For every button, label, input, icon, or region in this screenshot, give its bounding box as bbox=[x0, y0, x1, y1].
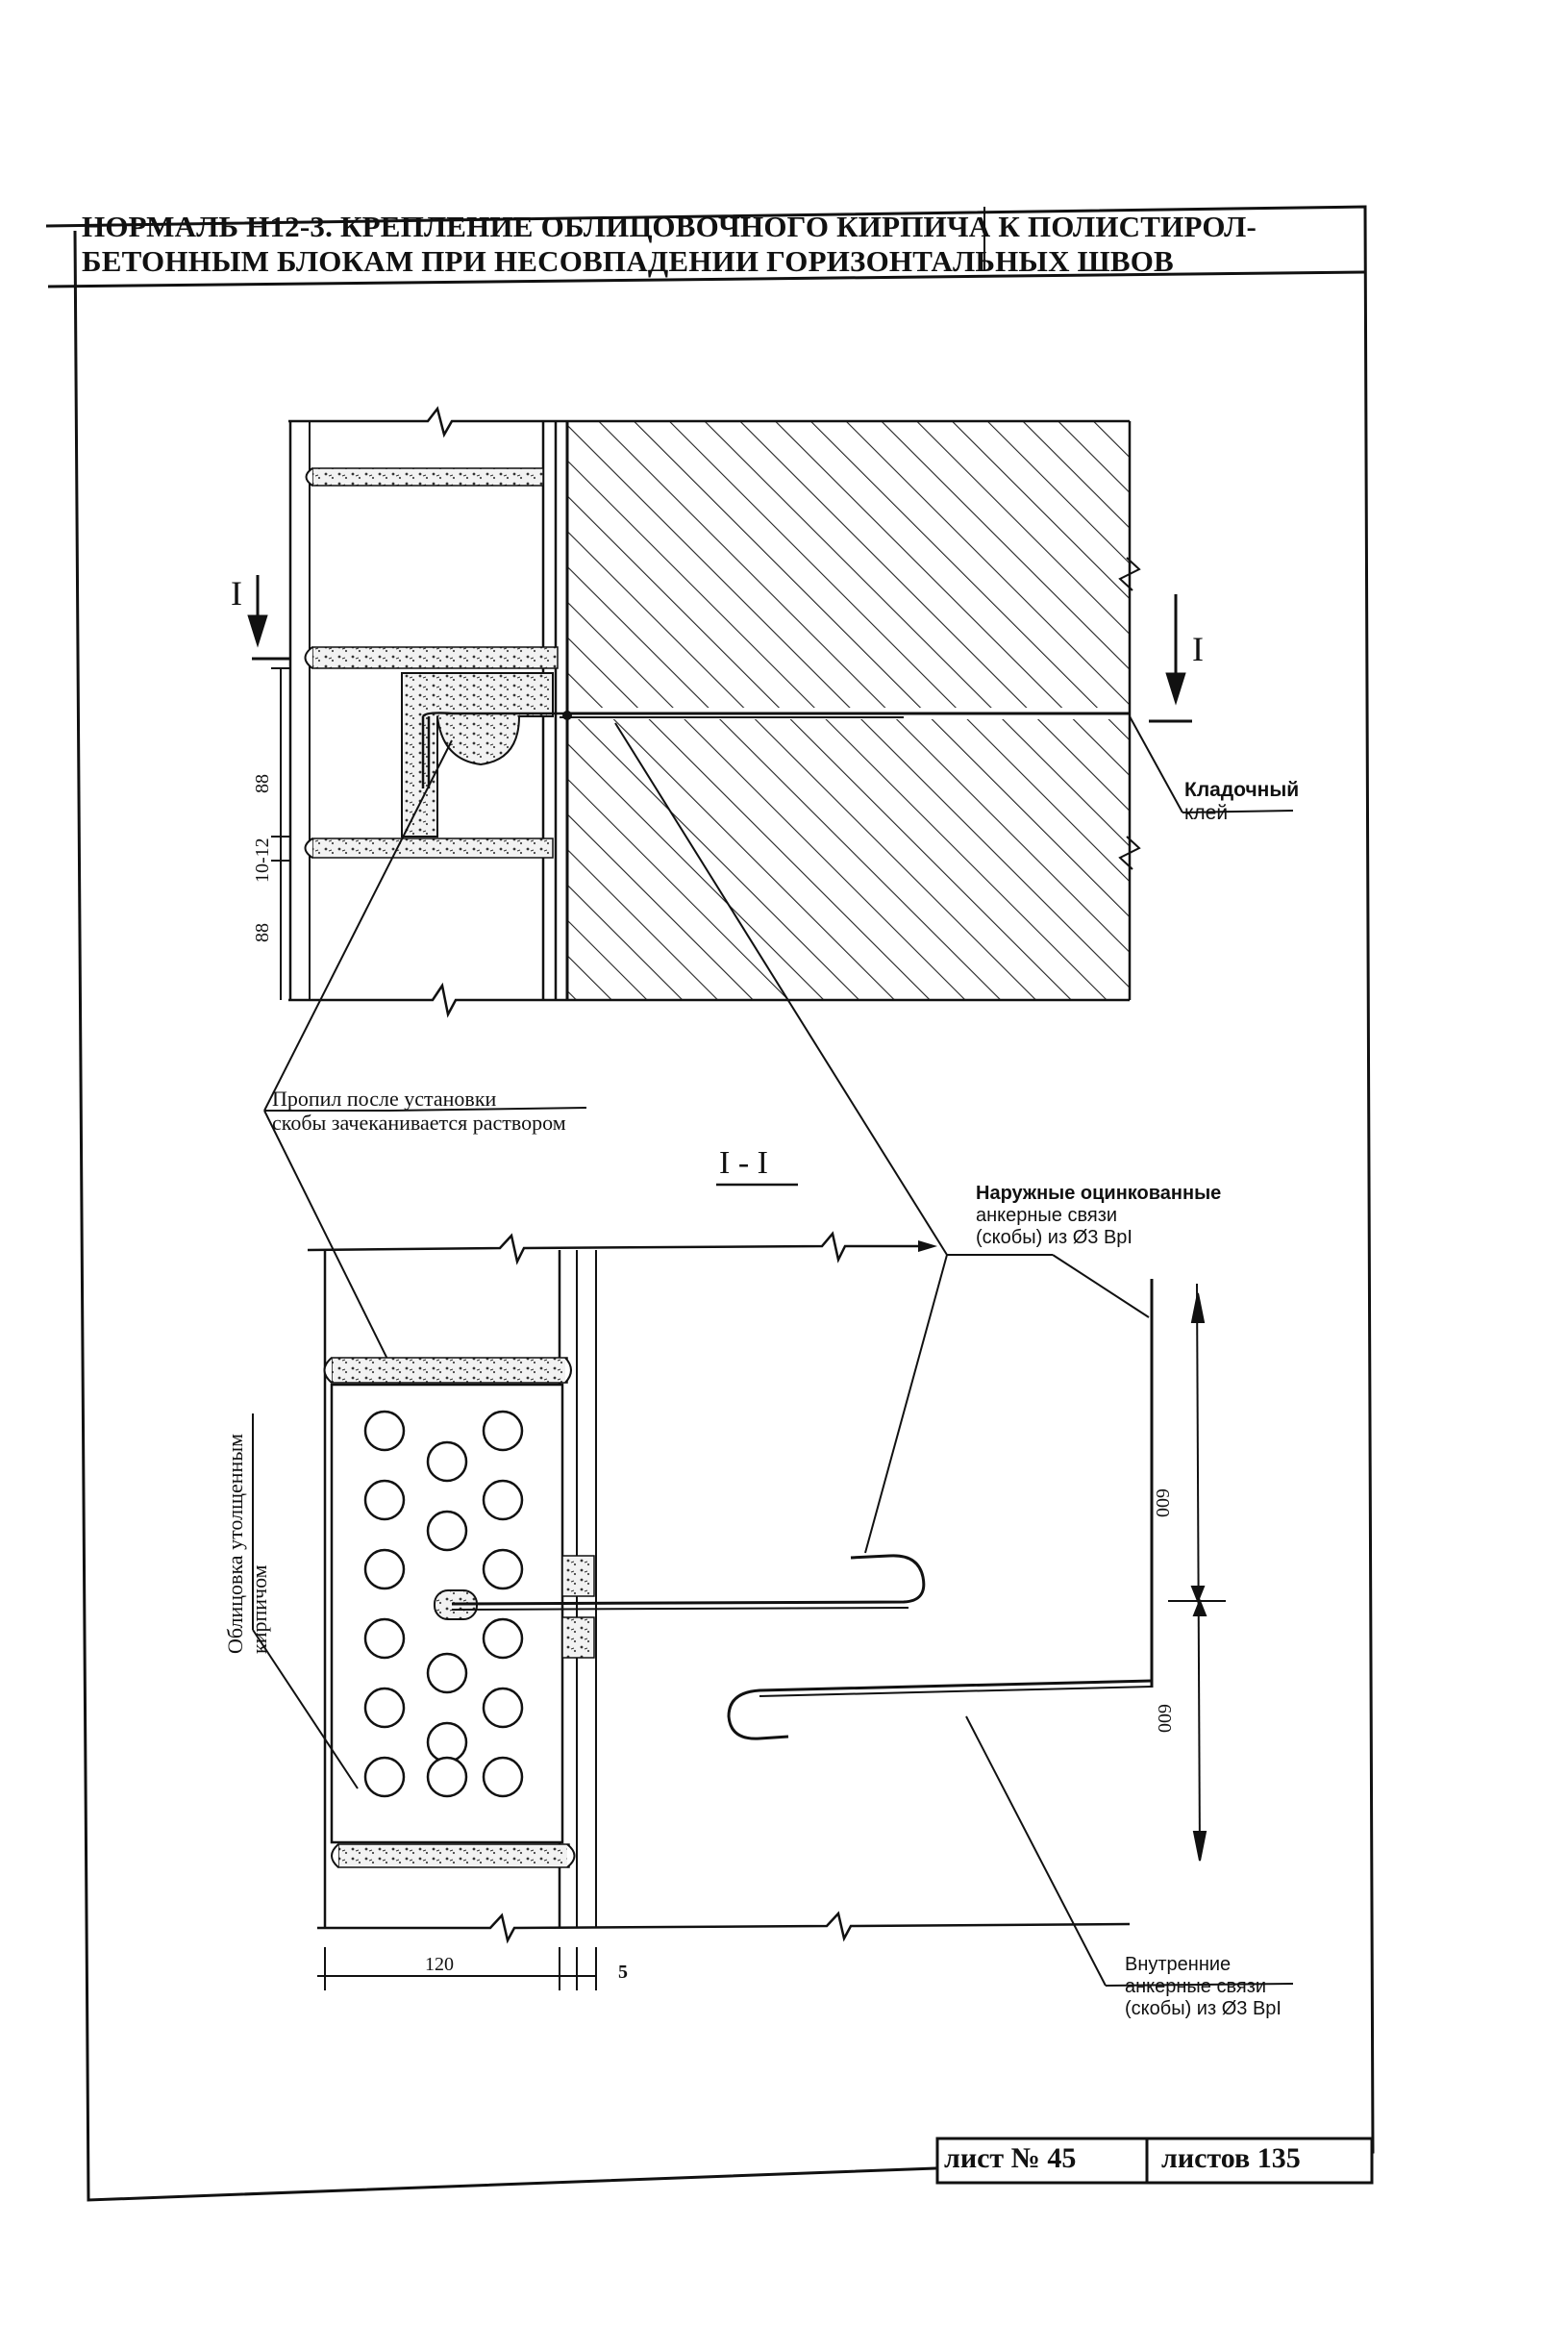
dim-88-top: 88 bbox=[252, 774, 273, 793]
plan-view bbox=[288, 406, 1141, 1018]
mortar-joint-2 bbox=[311, 646, 559, 669]
mortar-joint-1 bbox=[311, 467, 544, 487]
section-view bbox=[307, 1231, 1226, 1990]
brick-callout: Облицовка утолщенным кирпичом bbox=[223, 1434, 272, 1654]
section-mark-left: I bbox=[231, 574, 242, 613]
sheet-number: лист № 45 bbox=[944, 2142, 1077, 2174]
glue-label: Кладочный клей bbox=[1184, 779, 1299, 825]
section-mortar-top bbox=[331, 1357, 568, 1384]
outer-anchor-callout: Наружные оцинкованные анкерные связи (ск… bbox=[976, 1183, 1221, 1249]
inner-anchor-line-3: (скобы) из Ø3 BpI bbox=[1125, 1998, 1282, 2019]
page-title: НОРМАЛЬ Н12-3. КРЕПЛЕНИЕ ОБЛИЦОВОЧНОГО К… bbox=[82, 210, 1257, 278]
inner-anchor-callout: Внутренние анкерные связи (скобы) из Ø3 … bbox=[1125, 1954, 1282, 2020]
dim-88-bottom: 88 bbox=[252, 923, 273, 942]
dim-10-12: 10-12 bbox=[252, 838, 273, 883]
brick-holes bbox=[363, 1410, 524, 1798]
title-line-1: НОРМАЛЬ Н12-3. КРЕПЛЕНИЕ ОБЛИЦОВОЧНОГО К… bbox=[82, 210, 1257, 243]
outer-anchor-line-2: анкерные связи bbox=[976, 1205, 1118, 1226]
dim-120: 120 bbox=[425, 1954, 454, 1975]
inner-anchor bbox=[727, 1679, 1153, 1740]
title-line-2: БЕТОННЫМ БЛОКАМ ПРИ НЕСОВПАДЕНИИ ГОРИЗОН… bbox=[82, 243, 1174, 278]
cut-callout-line-1: Пропил после установки bbox=[272, 1087, 497, 1111]
section-mortar-bottom bbox=[337, 1843, 570, 1868]
bottom-dimensions bbox=[317, 1947, 597, 1990]
section-mark-right: I bbox=[1192, 630, 1204, 668]
outer-anchor-line-3: (скобы) из Ø3 BpI bbox=[976, 1227, 1132, 1248]
cut-callout-line-2: скобы зачеканивается раствором bbox=[272, 1111, 566, 1136]
glue-label-line-1: Кладочный bbox=[1184, 779, 1300, 801]
sheet-frame bbox=[45, 205, 1375, 2202]
plan-dimensions bbox=[271, 667, 290, 1000]
dim-600-lower: 600 bbox=[1154, 1704, 1175, 1733]
inner-anchor-line-2: анкерные связи bbox=[1125, 1976, 1267, 1997]
polystyrene-block-top bbox=[567, 421, 1130, 708]
outer-anchor bbox=[451, 1554, 926, 1606]
anchor-pocket bbox=[401, 672, 554, 838]
dim-5: 5 bbox=[618, 1962, 628, 1983]
brick-callout-line-1: Облицовка утолщенным bbox=[223, 1433, 247, 1654]
section-arrow-left bbox=[247, 575, 290, 661]
section-arrow-right bbox=[1149, 594, 1192, 723]
polystyrene-block-bottom bbox=[567, 719, 1130, 1000]
mortar-joint-3 bbox=[311, 838, 554, 859]
dim-600-upper: 600 bbox=[1152, 1488, 1173, 1517]
section-title: I - I bbox=[719, 1145, 768, 1181]
cut-callout: Пропил после установки скобы зачеканивае… bbox=[272, 1087, 566, 1136]
sheets-total: листов 135 bbox=[1161, 2142, 1301, 2174]
outer-anchor-line-1: Наружные оцинкованные bbox=[976, 1183, 1222, 1204]
brick-callout-line-2: кирпичом bbox=[247, 1564, 272, 1654]
section-dimensions bbox=[1168, 1283, 1226, 1862]
glue-label-line-2: клей bbox=[1184, 802, 1229, 825]
inner-anchor-line-1: Внутренние bbox=[1125, 1954, 1232, 1975]
